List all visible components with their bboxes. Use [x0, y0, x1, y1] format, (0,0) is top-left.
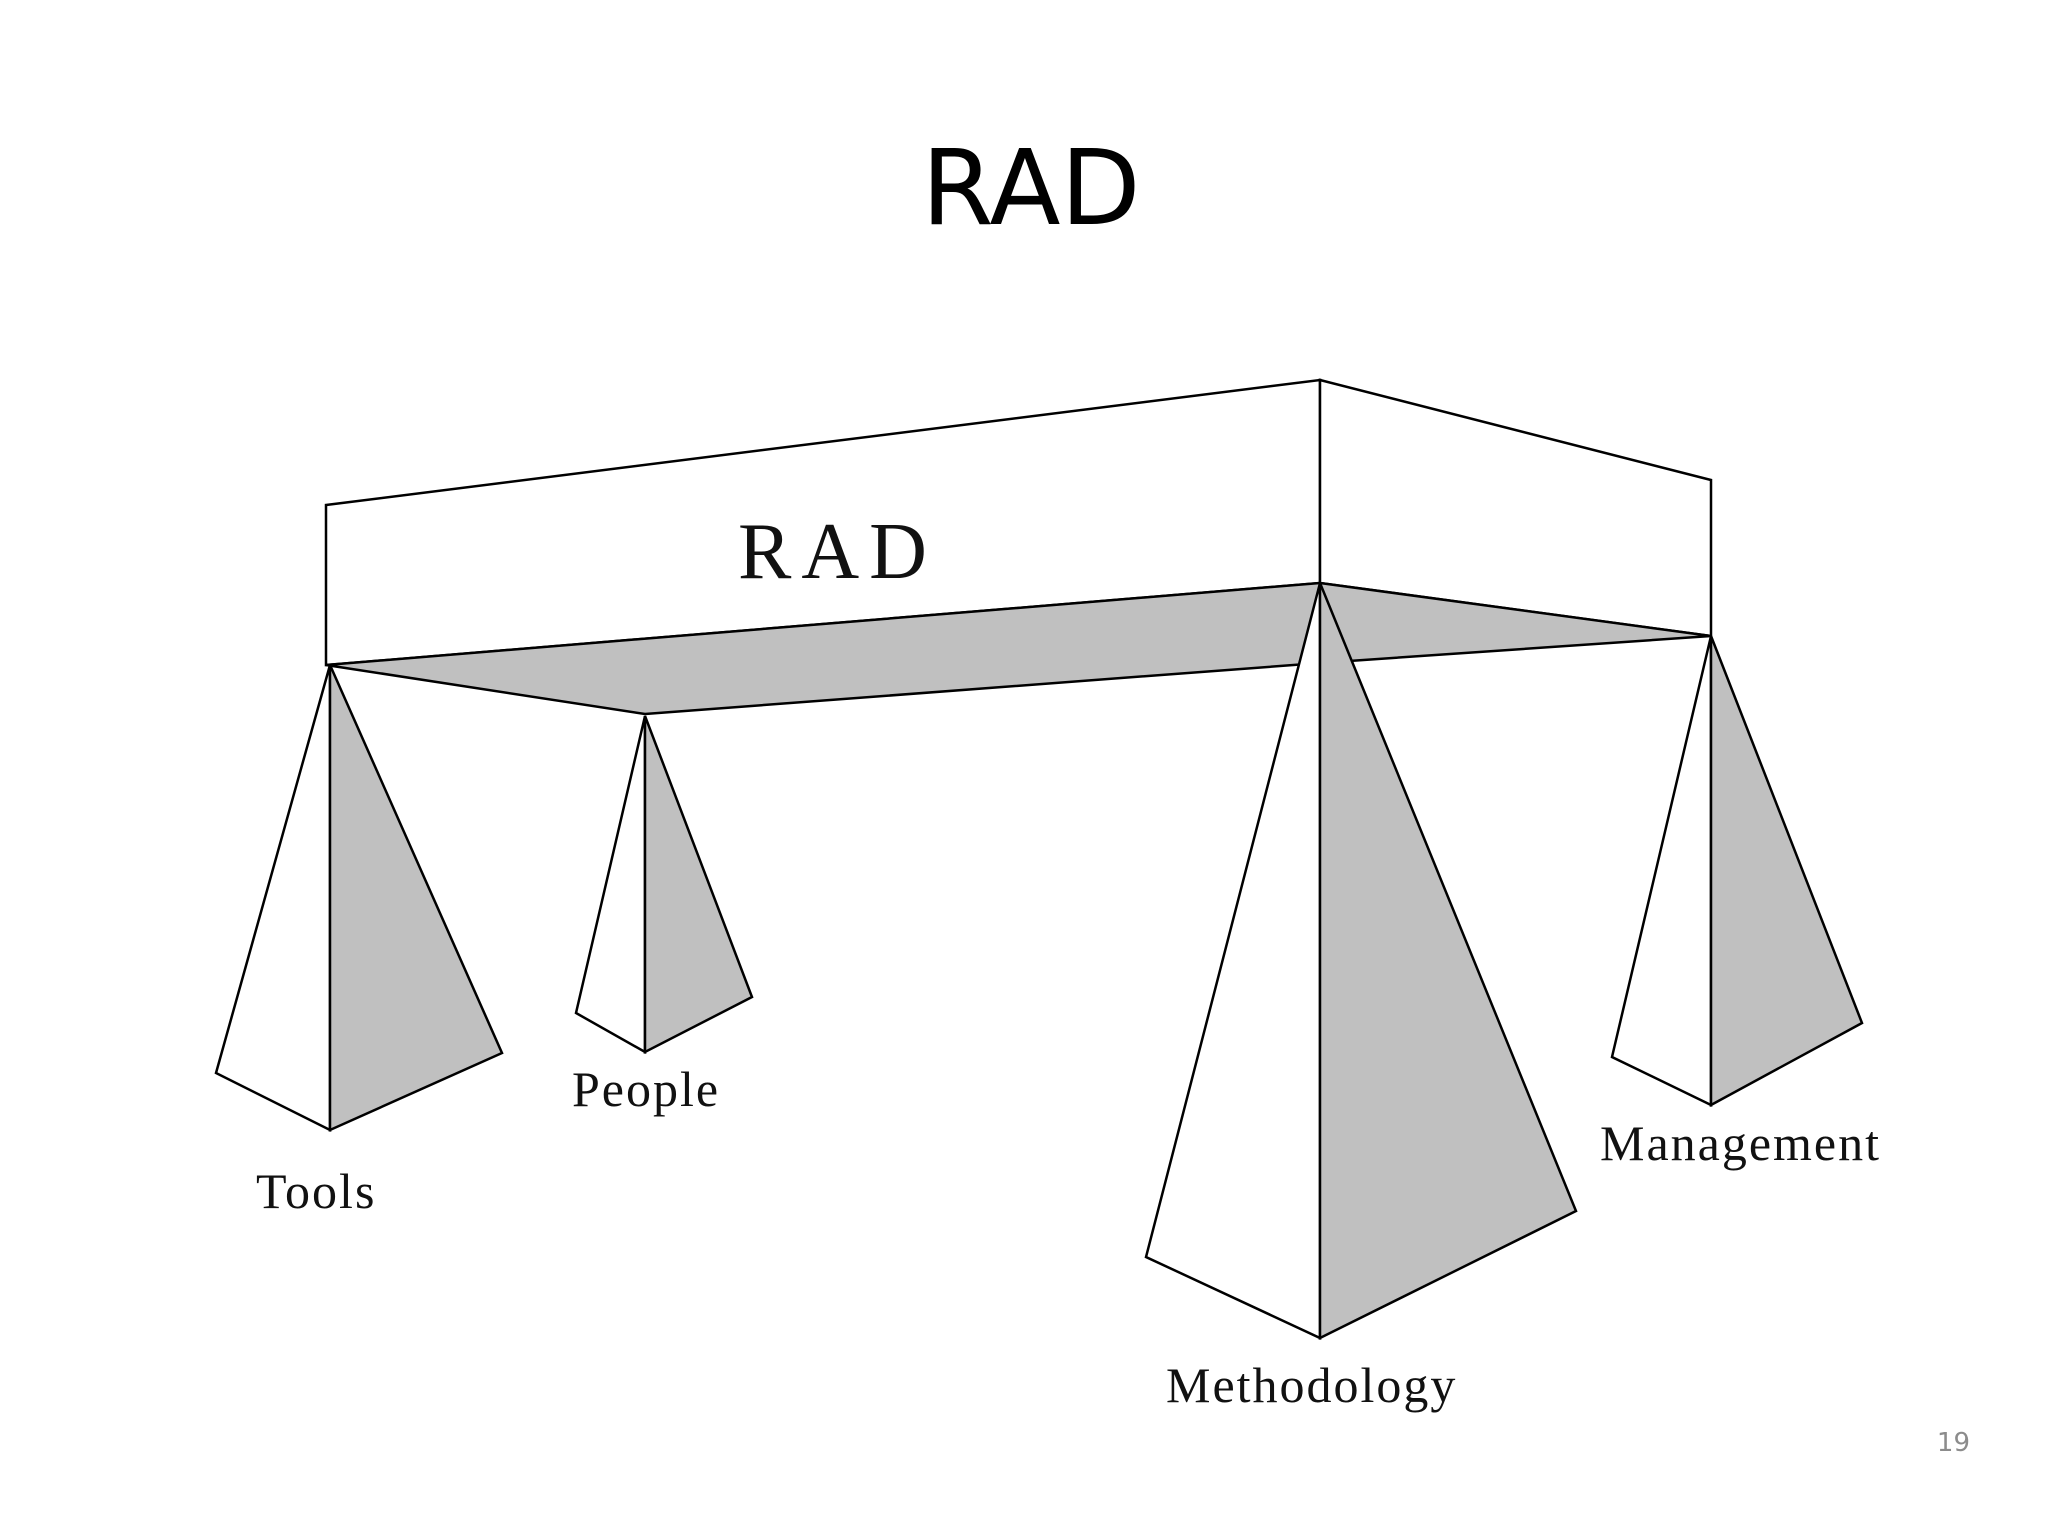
pillar-tools-light-face [214, 664, 332, 1133]
pillar-management-shaded-face [1709, 635, 1864, 1108]
pillar-people-label: People [572, 1061, 720, 1117]
pillar-methodology-light-face [1144, 582, 1322, 1340]
pillar-management: Management [1600, 635, 1881, 1171]
pillar-people-shaded-face [643, 715, 754, 1055]
pillar-methodology-shaded-face [1318, 582, 1578, 1341]
pillar-tools-shaded-face [328, 664, 504, 1132]
pillar-management-light-face [1610, 635, 1713, 1107]
slide-title: RAD [921, 127, 1141, 249]
beam-label: RAD [738, 508, 937, 596]
pillar-tools: Tools [214, 664, 504, 1219]
pillar-tools-label: Tools [256, 1163, 376, 1219]
pillar-people-light-face [574, 715, 647, 1055]
pillar-people: People [572, 715, 754, 1117]
page-number: 19 [1936, 1428, 1970, 1458]
pillar-management-label: Management [1600, 1115, 1881, 1171]
beam-bottom-face [325, 581, 1712, 716]
rad-beam: RAD [324, 378, 1713, 716]
pillar-methodology-label: Methodology [1166, 1357, 1457, 1413]
pillar-methodology: Methodology [1144, 582, 1578, 1413]
